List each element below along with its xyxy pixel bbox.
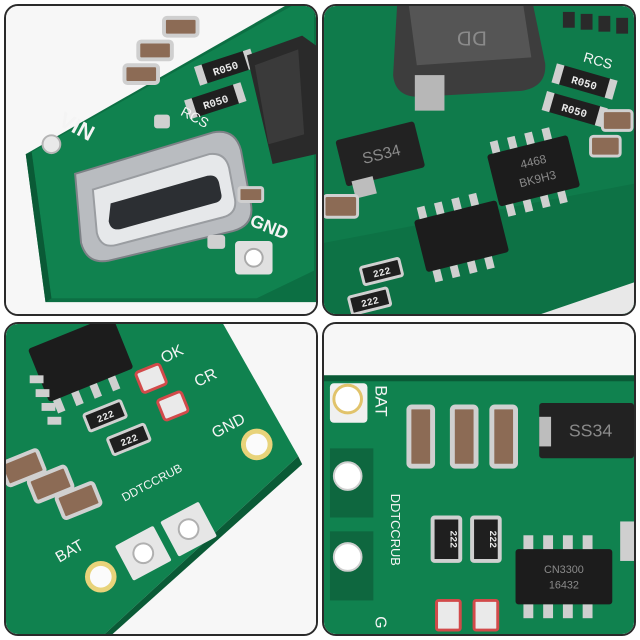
ic-cn3300-code: 16432 [549, 580, 579, 592]
resistor-222-label-a: 222 [447, 530, 458, 548]
photo-panel-battery-output: 222 222 OK CR GND DDTCCRUB BAT [4, 322, 318, 636]
photo-panel-power-stage: ᗡᗡ RCS R050 R050 SS34 [322, 4, 636, 316]
resistor-222-label-b: 222 [487, 530, 498, 548]
photo-panel-usb-c-input: R050 R050 VIN RCS GND [4, 4, 318, 316]
silk-g-label: G [371, 616, 388, 628]
pcb-photo-usb-c: R050 R050 VIN RCS GND [6, 6, 316, 314]
diode-ss34-marking: SS34 [569, 421, 613, 441]
pcb-photo-battery-edge: SS34 222 222 CN3300 16432 BAT DDTCCRUB G [324, 324, 634, 634]
ic-4468-marking: 4468 [519, 152, 548, 172]
resistor-222-label-b: 222 [360, 295, 380, 310]
pcb-photo-battery-output: 222 222 OK CR GND DDTCCRUB BAT [6, 324, 316, 634]
silk-pad-labels: DDTCCRUB [388, 494, 403, 566]
ic-cn3300-marking: CN3300 [544, 564, 584, 576]
resistor-222-label-a: 222 [372, 265, 392, 280]
photo-panel-battery-edge: SS34 222 222 CN3300 16432 BAT DDTCCRUB G [322, 322, 636, 636]
pcb-photo-power-stage: ᗡᗡ RCS R050 R050 SS34 [324, 6, 634, 314]
silk-bat-label: BAT [371, 385, 390, 416]
silk-rcs-label: RCS [582, 49, 614, 72]
svg-text:ᗡᗡ: ᗡᗡ [457, 28, 487, 50]
